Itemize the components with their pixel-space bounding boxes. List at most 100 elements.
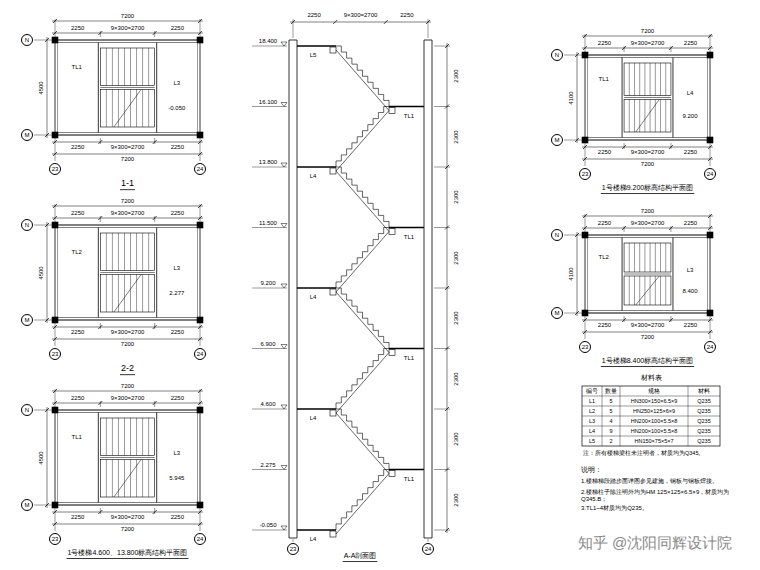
steel-column bbox=[424, 538, 432, 539]
axis-leader bbox=[710, 143, 711, 166]
stair-tread bbox=[634, 243, 635, 272]
member-label: TL2 bbox=[71, 248, 83, 255]
table-cell: L3 bbox=[588, 418, 596, 424]
landing-slab bbox=[297, 45, 336, 47]
stair-tread bbox=[655, 63, 656, 96]
stair-tread bbox=[124, 418, 125, 456]
title-underline bbox=[601, 366, 694, 367]
member-label: TL1 bbox=[71, 433, 83, 440]
steel-beam bbox=[587, 55, 588, 140]
steel-column bbox=[52, 502, 58, 508]
watermark: 知乎 @沈阳同辉设计院 bbox=[577, 534, 733, 551]
table-cell: 2 bbox=[608, 438, 613, 444]
axis-label: N bbox=[25, 37, 29, 43]
stair-tread bbox=[644, 276, 645, 305]
extension-line bbox=[154, 323, 155, 329]
stair-tread bbox=[644, 243, 645, 272]
axis-label: 24 bbox=[707, 344, 714, 350]
landing-beam bbox=[389, 229, 395, 235]
stair-tread bbox=[665, 243, 666, 272]
stair-tread bbox=[142, 90, 143, 128]
stair-tread bbox=[142, 460, 143, 498]
stair-tread bbox=[106, 418, 107, 456]
extension-line bbox=[710, 34, 711, 52]
table-cell: L2 bbox=[588, 408, 596, 414]
dimension-text: 2250 bbox=[70, 395, 85, 402]
dimension-text: 2250 bbox=[597, 149, 612, 156]
elevation-symbol bbox=[281, 345, 287, 349]
steel-column bbox=[52, 132, 58, 138]
dimension-line bbox=[582, 332, 713, 333]
axis-leader bbox=[200, 323, 201, 346]
elevation-leader bbox=[252, 469, 287, 470]
dimension-text: 2250 bbox=[70, 329, 85, 336]
stair-slab bbox=[336, 353, 389, 414]
axis-leader bbox=[585, 143, 586, 166]
stair-tread bbox=[130, 275, 131, 313]
axis-label: M bbox=[555, 137, 560, 143]
landing-slab bbox=[297, 529, 336, 531]
landing-slab bbox=[389, 348, 424, 350]
view-title: 2-2 bbox=[120, 363, 135, 373]
extension-line bbox=[100, 31, 101, 37]
break-line bbox=[636, 276, 659, 305]
steel-beam bbox=[55, 132, 200, 133]
axis-leader bbox=[564, 235, 582, 236]
stair-tread bbox=[660, 63, 661, 96]
stair-slab bbox=[336, 292, 389, 353]
stair-tread bbox=[629, 63, 630, 96]
dimension-line bbox=[52, 512, 203, 513]
member-label: L4 bbox=[309, 294, 318, 301]
steel-beam bbox=[585, 235, 586, 313]
stair-flight bbox=[100, 275, 154, 313]
member-label: L4 bbox=[309, 415, 318, 422]
member-label: TL1 bbox=[403, 475, 415, 482]
axis-label: 23 bbox=[582, 171, 589, 177]
dimension-text: 4500 bbox=[38, 80, 45, 95]
dimension-line bbox=[582, 36, 713, 37]
stair-tread bbox=[118, 233, 119, 271]
dimension-line bbox=[577, 232, 578, 316]
dimension-line bbox=[52, 218, 203, 219]
stair-flight bbox=[624, 276, 671, 305]
stair-slab bbox=[336, 232, 389, 293]
stair-tread bbox=[142, 275, 143, 313]
table-cell: 4 bbox=[608, 418, 613, 424]
stair-tread bbox=[136, 233, 137, 271]
dimension-text: 2250 bbox=[170, 144, 185, 151]
axis-bubble: M bbox=[21, 314, 33, 326]
stair-tread bbox=[148, 90, 149, 128]
dimension-line bbox=[582, 216, 713, 217]
axis-leader bbox=[55, 138, 56, 161]
landing-slab bbox=[297, 166, 336, 168]
dimension-text: 2300 bbox=[453, 250, 460, 265]
dimension-tick bbox=[445, 165, 449, 169]
steel-column bbox=[197, 132, 203, 138]
table-cell: 9 bbox=[608, 428, 613, 434]
extension-line bbox=[624, 143, 625, 149]
steel-beam bbox=[55, 410, 200, 411]
table-cell: HN200×100×5.5×8 bbox=[630, 418, 679, 424]
table-cell: Q235 bbox=[696, 418, 711, 424]
extension-line bbox=[624, 226, 625, 232]
member-label: L3 bbox=[172, 79, 181, 86]
axis-label: 24 bbox=[197, 351, 204, 357]
stair-beam bbox=[98, 413, 99, 503]
dimension-text: 2250 bbox=[306, 12, 321, 19]
dimension-text: 2250 bbox=[399, 12, 414, 19]
axis-label: 23 bbox=[52, 536, 59, 542]
member-label: TL1 bbox=[598, 75, 610, 82]
landing-beam bbox=[330, 289, 336, 295]
table-rule bbox=[620, 386, 621, 446]
dimension-line bbox=[290, 22, 431, 23]
steel-beam bbox=[55, 135, 200, 136]
stair-tread bbox=[665, 63, 666, 96]
stair-tread bbox=[629, 276, 630, 305]
steel-beam bbox=[197, 410, 198, 505]
dimension-text: 2250 bbox=[683, 220, 698, 227]
title-underline bbox=[120, 374, 135, 375]
stair-tread bbox=[112, 48, 113, 86]
member-label: L4 bbox=[309, 536, 318, 543]
elevation-text: 9.200 bbox=[681, 113, 698, 120]
